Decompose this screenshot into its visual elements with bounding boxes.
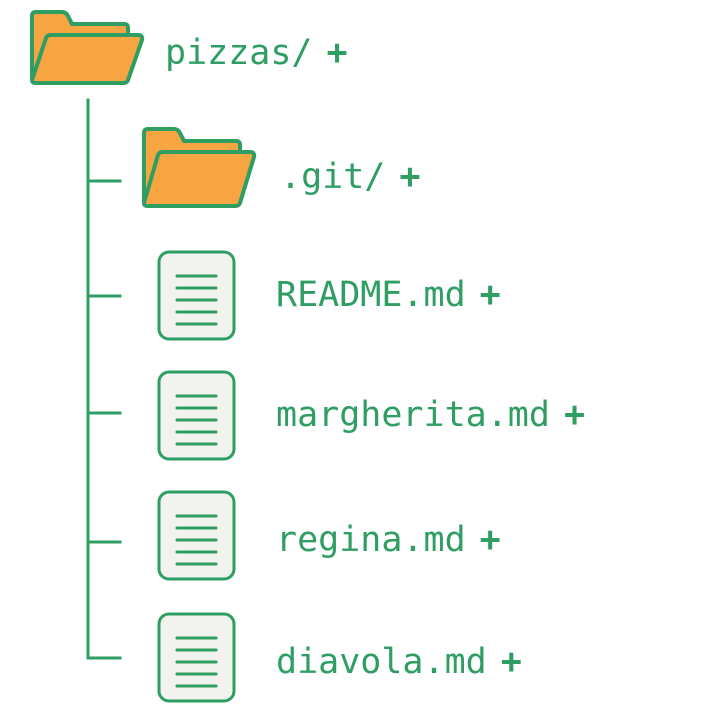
regina-file-icon[interactable] — [157, 490, 237, 582]
regina-file-row[interactable]: regina.md + — [276, 523, 501, 558]
margherita-file-icon[interactable] — [157, 370, 237, 462]
root-status-badge: + — [326, 33, 348, 73]
git-status-badge: + — [399, 157, 421, 197]
regina-status-badge: + — [479, 520, 501, 560]
diavola-file-icon[interactable] — [157, 612, 237, 704]
regina-file-name[interactable]: regina.md — [276, 520, 466, 560]
readme-status-badge: + — [479, 275, 501, 315]
root-folder-name[interactable]: pizzas/ — [165, 33, 313, 73]
readme-file-icon[interactable] — [157, 250, 237, 342]
diavola-file-name[interactable]: diavola.md — [276, 642, 487, 682]
root-folder-icon[interactable] — [28, 8, 146, 90]
margherita-status-badge: + — [563, 395, 586, 435]
root-folder-row[interactable]: pizzas/ + — [165, 36, 348, 71]
git-folder-row[interactable]: .git/ + — [280, 160, 420, 195]
margherita-file-row[interactable]: margherita.md + — [276, 398, 585, 433]
git-folder-icon[interactable] — [140, 125, 258, 213]
readme-file-row[interactable]: README.md + — [276, 278, 501, 313]
readme-file-name[interactable]: README.md — [276, 275, 466, 315]
margherita-file-name[interactable]: margherita.md — [276, 395, 550, 435]
diavola-status-badge: + — [500, 642, 522, 682]
git-folder-name[interactable]: .git/ — [280, 157, 386, 197]
diavola-file-row[interactable]: diavola.md + — [276, 645, 522, 680]
